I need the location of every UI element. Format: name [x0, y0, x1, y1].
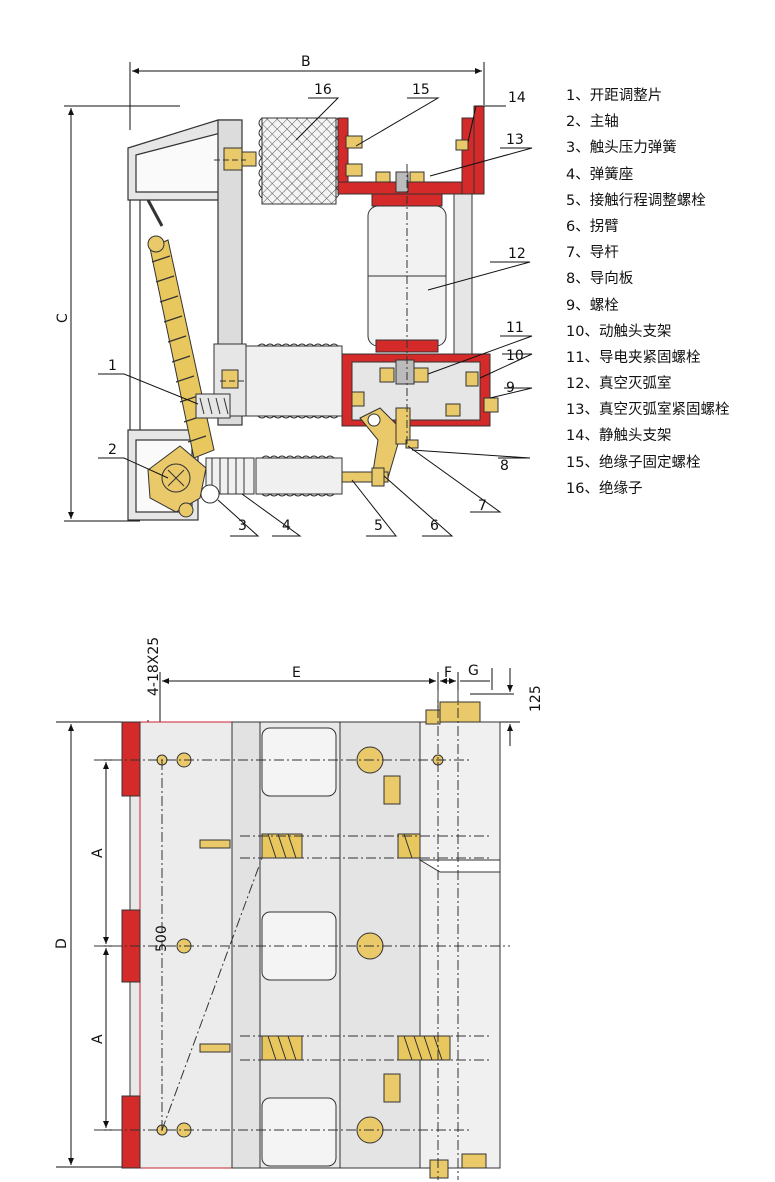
moving-contact-support: [341, 353, 491, 427]
dimension-b: [129, 62, 485, 130]
legend-item-10: 10、动触头支架: [566, 323, 672, 340]
dimension-d-label: D: [54, 938, 70, 949]
dimension-125-label: 125: [528, 685, 544, 712]
insulator-column: [231, 721, 261, 1169]
callout-8: 8: [500, 458, 509, 474]
dimension-b-label: B: [301, 54, 311, 70]
front-center-lines: [94, 690, 510, 1180]
dimension-d: [56, 721, 130, 1168]
dimension-c-label: C: [55, 313, 71, 323]
dimension-f-label: F: [444, 665, 452, 681]
dimension-g-label: G: [468, 663, 479, 679]
pressure-spring-diagonal: [146, 199, 215, 459]
dimension-e-label: E: [292, 665, 301, 681]
side-plate: [419, 721, 501, 1169]
legend-item-16: 16、绝缘子: [566, 480, 643, 497]
parts-legend: 1、开距调整片 2、主轴 3、触头压力弹簧 4、弹簧座 5、接触行程调整螺栓 6…: [566, 83, 729, 502]
callout-5: 5: [374, 518, 383, 534]
front-bolts: [199, 701, 487, 1179]
dimension-a-upper-label: A: [90, 848, 106, 858]
dimension-a-lower-label: A: [90, 1034, 106, 1044]
callout-15: 15: [412, 82, 430, 98]
side-view: B C: [55, 54, 533, 537]
legend-item-9: 9、螺栓: [566, 297, 619, 314]
callout-leaders: [98, 97, 533, 537]
legend-item-8: 8、导向板: [566, 271, 634, 288]
legend-item-6: 6、拐臂: [566, 218, 619, 235]
callout-7: 7: [478, 498, 487, 514]
callout-3: 3: [238, 518, 247, 534]
callout-4: 4: [282, 518, 291, 534]
bottom-insulator: [255, 455, 343, 497]
right-guide-column: [453, 193, 473, 355]
lower-insulator: [243, 343, 343, 419]
callout-2: 2: [108, 442, 117, 458]
mounting-holes: [156, 752, 444, 1138]
crank-arm: [359, 407, 419, 479]
pitch-label: 500: [154, 925, 170, 952]
callout-14: 14: [508, 90, 526, 106]
hole-spec-label: 4-18X25: [146, 637, 162, 696]
callout-10: 10: [506, 348, 524, 364]
legend-item-12: 12、真空灭弧室: [566, 376, 672, 393]
callout-1: 1: [108, 358, 117, 374]
legend-item-15: 15、绝缘子固定螺栓: [566, 454, 701, 471]
contact-travel-bolt: [341, 467, 389, 487]
callout-12: 12: [508, 246, 526, 262]
front-springs: [261, 833, 451, 1061]
dimension-c: [64, 105, 180, 522]
main-shaft: [147, 445, 220, 518]
callout-16: 16: [314, 82, 332, 98]
insulator-base-bolt: [221, 369, 239, 389]
opening-shim: [195, 393, 231, 419]
legend-item-13: 13、真空灭弧室紧固螺栓: [566, 402, 730, 419]
callout-13: 13: [506, 132, 524, 148]
callout-11: 11: [506, 320, 524, 336]
callout-9: 9: [506, 380, 515, 396]
callout-6: 6: [430, 518, 439, 534]
legend-item-4: 4、弹簧座: [566, 166, 634, 183]
legend-item-7: 7、导杆: [566, 245, 619, 262]
legend-item-3: 3、触头压力弹簧: [566, 140, 677, 157]
legend-item-14: 14、静触头支架: [566, 428, 672, 445]
legend-item-11: 11、导电夹紧固螺栓: [566, 349, 701, 366]
legend-item-1: 1、开距调整片: [566, 88, 663, 104]
moving-support-bolts: [351, 359, 499, 417]
side-plate-cutout: [418, 859, 501, 873]
vacuum-interrupters-front: [261, 727, 337, 1167]
legend-item-2: 2、主轴: [566, 114, 619, 131]
front-view: E F G 125 D A A: [54, 637, 544, 1180]
legend-item-5: 5、接触行程调整螺栓: [566, 192, 706, 209]
dimension-fg: [440, 668, 520, 746]
mounting-flanges: [121, 721, 141, 1169]
upper-insulator: [261, 117, 337, 205]
frame-bolt: [223, 147, 257, 171]
